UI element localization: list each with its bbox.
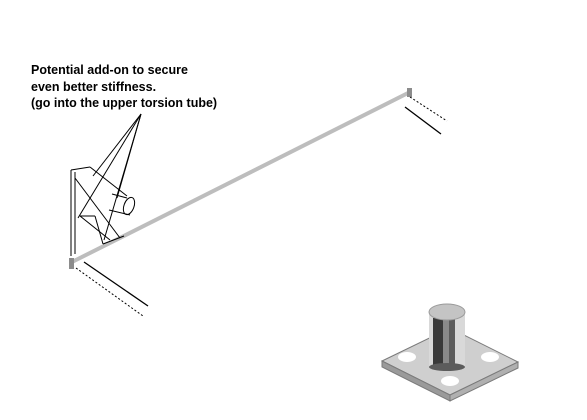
- annotation-line-3: (go into the upper torsion tube): [31, 96, 218, 110]
- leader-line-1: [92, 113, 142, 177]
- torsion-tube-body: [71, 90, 411, 264]
- right-strut-solid: [404, 106, 442, 135]
- torsion-tube-left-end: [69, 258, 74, 269]
- post-shade-mid: [443, 318, 449, 367]
- post-shade-edge: [449, 318, 455, 367]
- left-strut: [75, 261, 149, 317]
- post-top-cap: [428, 303, 466, 321]
- bracket-diagonal-1: [74, 177, 121, 239]
- bracket-diagonal-3: [94, 215, 104, 245]
- annotation-line-2: even better stiffness.: [31, 79, 157, 94]
- leader-line-2: [77, 113, 142, 219]
- torsion-tube: [69, 88, 412, 269]
- base-plate-assembly: [380, 303, 520, 402]
- right-strut-dashed: [409, 96, 448, 122]
- base-plate-hole-front: [441, 376, 459, 386]
- post-bottom: [429, 363, 465, 371]
- torsion-tube-right-end: [407, 88, 412, 97]
- left-strut-solid: [83, 261, 149, 307]
- annotation-line-1: Potential add-on to secure: [31, 63, 188, 77]
- left-strut-dashed: [75, 267, 144, 317]
- post-shade-dark: [433, 318, 443, 367]
- add-on-annotation: Potential add-on to secure even better s…: [31, 62, 217, 112]
- annotation-leaders: [77, 113, 142, 241]
- bracket-top-edge: [70, 166, 91, 171]
- leader-line-4: [103, 113, 142, 241]
- base-plate-hole-left: [398, 352, 416, 362]
- bracket-bottom-edge: [102, 235, 125, 245]
- right-strut: [404, 96, 448, 135]
- base-plate-hole-right: [481, 352, 499, 362]
- add-on-bracket: [70, 166, 136, 256]
- add-on-tube-top: [111, 193, 128, 199]
- base-plate-front-right: [449, 361, 519, 402]
